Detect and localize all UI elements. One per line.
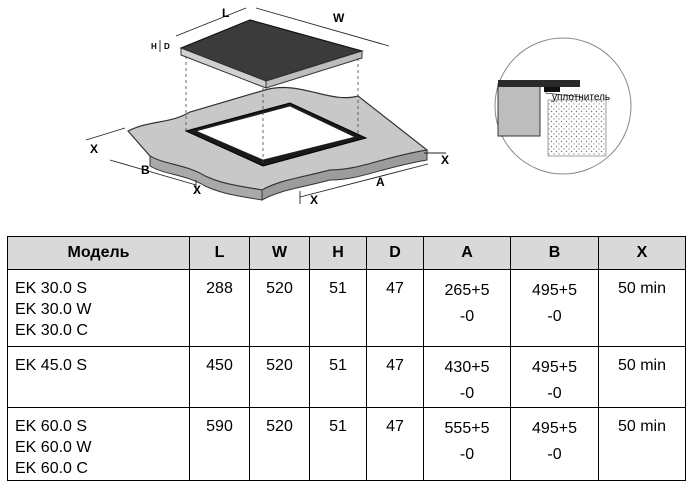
header-B: B: [510, 236, 599, 270]
cell-H: 51: [309, 346, 367, 408]
dimension-lines: [85, 7, 446, 204]
cell-A: 430+5-0: [423, 346, 511, 408]
header-D: D: [366, 236, 424, 270]
label-W: W: [333, 11, 345, 25]
cell-A: 265+5-0: [423, 269, 511, 347]
header-L: L: [189, 236, 250, 270]
projection-lines: [185, 56, 359, 166]
cell-A: 555+5-0: [423, 407, 511, 481]
cell-D: 47: [366, 269, 424, 347]
label-H: H: [151, 42, 157, 51]
table-row: EK 60.0 S EK 60.0 W EK 60.0 C 590 520 51…: [7, 407, 686, 481]
seal-detail: [494, 37, 632, 175]
label-B: B: [141, 163, 150, 177]
cell-B: 495+5-0: [510, 346, 599, 408]
model-name: EK 30.0 S: [15, 280, 88, 297]
installation-diagram: L W H D A B X X X X уплотнитель: [85, 6, 632, 207]
cell-B: 495+5-0: [510, 407, 599, 481]
table-row: EK 30.0 S EK 30.0 W EK 30.0 C 288 520 51…: [7, 269, 686, 347]
model-cell: EK 45.0 S: [7, 346, 190, 408]
model-name: EK 60.0 W: [15, 439, 92, 456]
model-cell: EK 30.0 S EK 30.0 W EK 30.0 C: [7, 269, 190, 347]
cell-X: 50 min: [598, 269, 686, 347]
label-X-left: X: [90, 142, 98, 156]
cell-W: 520: [249, 407, 310, 481]
label-X-right: X: [441, 153, 449, 167]
model-name: EK 45.0 S: [15, 357, 88, 374]
countertop: [127, 86, 429, 201]
seal-label: уплотнитель: [552, 92, 610, 103]
cell-W: 520: [249, 269, 310, 347]
label-D: D: [164, 42, 170, 51]
cell-H: 51: [309, 269, 367, 347]
cell-X: 50 min: [598, 407, 686, 481]
spec-table: Модель L W H D A B X EK 30.0 S EK 30.0 W…: [7, 236, 686, 481]
label-X-bottom: X: [310, 193, 318, 207]
cell-B: 495+5-0: [510, 269, 599, 347]
cell-H: 51: [309, 407, 367, 481]
header-A: A: [423, 236, 511, 270]
cell-W: 520: [249, 346, 310, 408]
label-A: A: [376, 175, 385, 189]
cell-L: 590: [189, 407, 250, 481]
header-model: Модель: [7, 236, 190, 270]
cell-D: 47: [366, 346, 424, 408]
label-X-bottom-left: X: [193, 183, 201, 197]
model-name: EK 60.0 C: [15, 460, 88, 477]
label-L: L: [222, 6, 229, 20]
model-cell: EK 60.0 S EK 60.0 W EK 60.0 C: [7, 407, 190, 481]
cell-L: 288: [189, 269, 250, 347]
model-name: EK 60.0 S: [15, 418, 88, 435]
model-name: EK 30.0 W: [15, 301, 92, 318]
header-H: H: [309, 236, 367, 270]
table-row: EK 45.0 S 450 520 51 47 430+5-0 495+5-0 …: [7, 346, 686, 408]
model-name: EK 30.0 C: [15, 322, 88, 339]
cell-X: 50 min: [598, 346, 686, 408]
table-header-row: Модель L W H D A B X: [7, 236, 686, 270]
cooktop: [179, 19, 365, 89]
header-W: W: [249, 236, 310, 270]
cell-L: 450: [189, 346, 250, 408]
cell-D: 47: [366, 407, 424, 481]
header-X: X: [598, 236, 686, 270]
